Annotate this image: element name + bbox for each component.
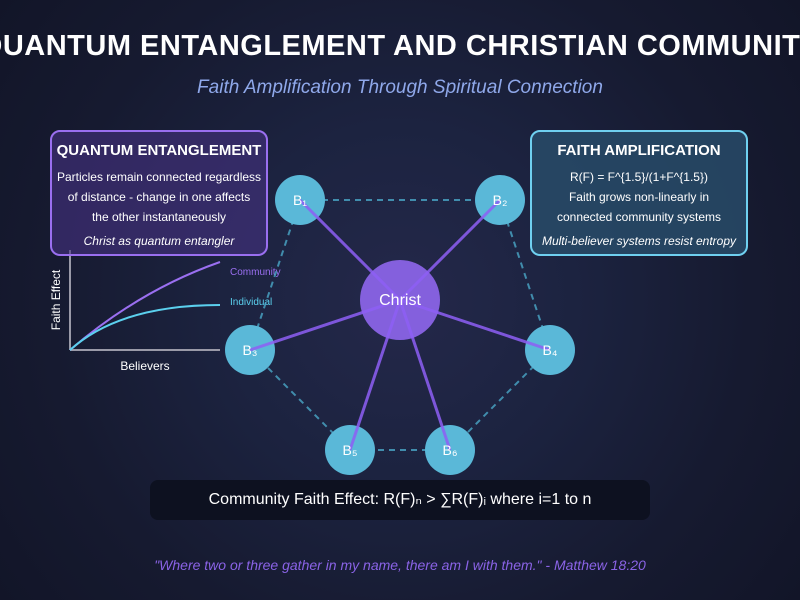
individual-curve — [69, 304, 221, 351]
believer-label: B₅ — [343, 442, 358, 458]
box-line: R(F) = F^{1.5}/(1+F^{1.5}) — [570, 170, 708, 184]
x-axis-label: Believers — [120, 359, 169, 373]
christ-connection — [348, 299, 402, 451]
individual-label: Individual — [230, 297, 272, 308]
christ-label: Christ — [379, 292, 421, 309]
box-heading: FAITH AMPLIFICATION — [557, 142, 721, 159]
scripture-quote: "Where two or three gather in my name, t… — [154, 557, 646, 573]
box-line: of distance - change in one affects — [67, 190, 251, 204]
christ-connection — [398, 299, 452, 451]
page-title: QUANTUM ENTANGLEMENT AND CHRISTIAN COMMU… — [0, 30, 800, 62]
faith-amplification-box: FAITH AMPLIFICATION R(F) = F^{1.5}/(1+F^… — [530, 130, 748, 256]
y-axis-label: Faith Effect — [49, 269, 63, 330]
box-line: the other instantaneously — [91, 210, 227, 224]
box-note: Christ as quantum entangler — [83, 234, 235, 248]
community-label: Community — [230, 267, 281, 278]
believer-label: B₂ — [493, 192, 508, 208]
box-line: connected community systems — [556, 210, 722, 224]
box-line: Particles remain connected regardless — [56, 170, 262, 184]
box-line: Faith grows non-linearly in — [568, 190, 710, 204]
christ-connection — [398, 198, 502, 302]
page-subtitle: Faith Amplification Through Spiritual Co… — [197, 77, 603, 98]
box-note: Multi-believer systems resist entropy — [541, 234, 737, 248]
quantum-entanglement-box: QUANTUM ENTANGLEMENT Particles remain co… — [50, 130, 268, 256]
believer-label: B₆ — [443, 442, 458, 458]
believer-label: B₄ — [542, 342, 557, 358]
believer-label: B₁ — [293, 192, 307, 208]
believer-label: B₃ — [242, 342, 257, 358]
formula-banner: Community Faith Effect: R(F)ₙ > ∑R(F)ᵢ w… — [150, 480, 650, 520]
christ-connection — [399, 298, 551, 352]
christ-connection — [249, 298, 401, 352]
box-heading: QUANTUM ENTANGLEMENT — [56, 142, 262, 159]
christ-connection — [298, 198, 402, 302]
mini-chart: Community Individual Believers Faith Eff… — [49, 250, 281, 373]
